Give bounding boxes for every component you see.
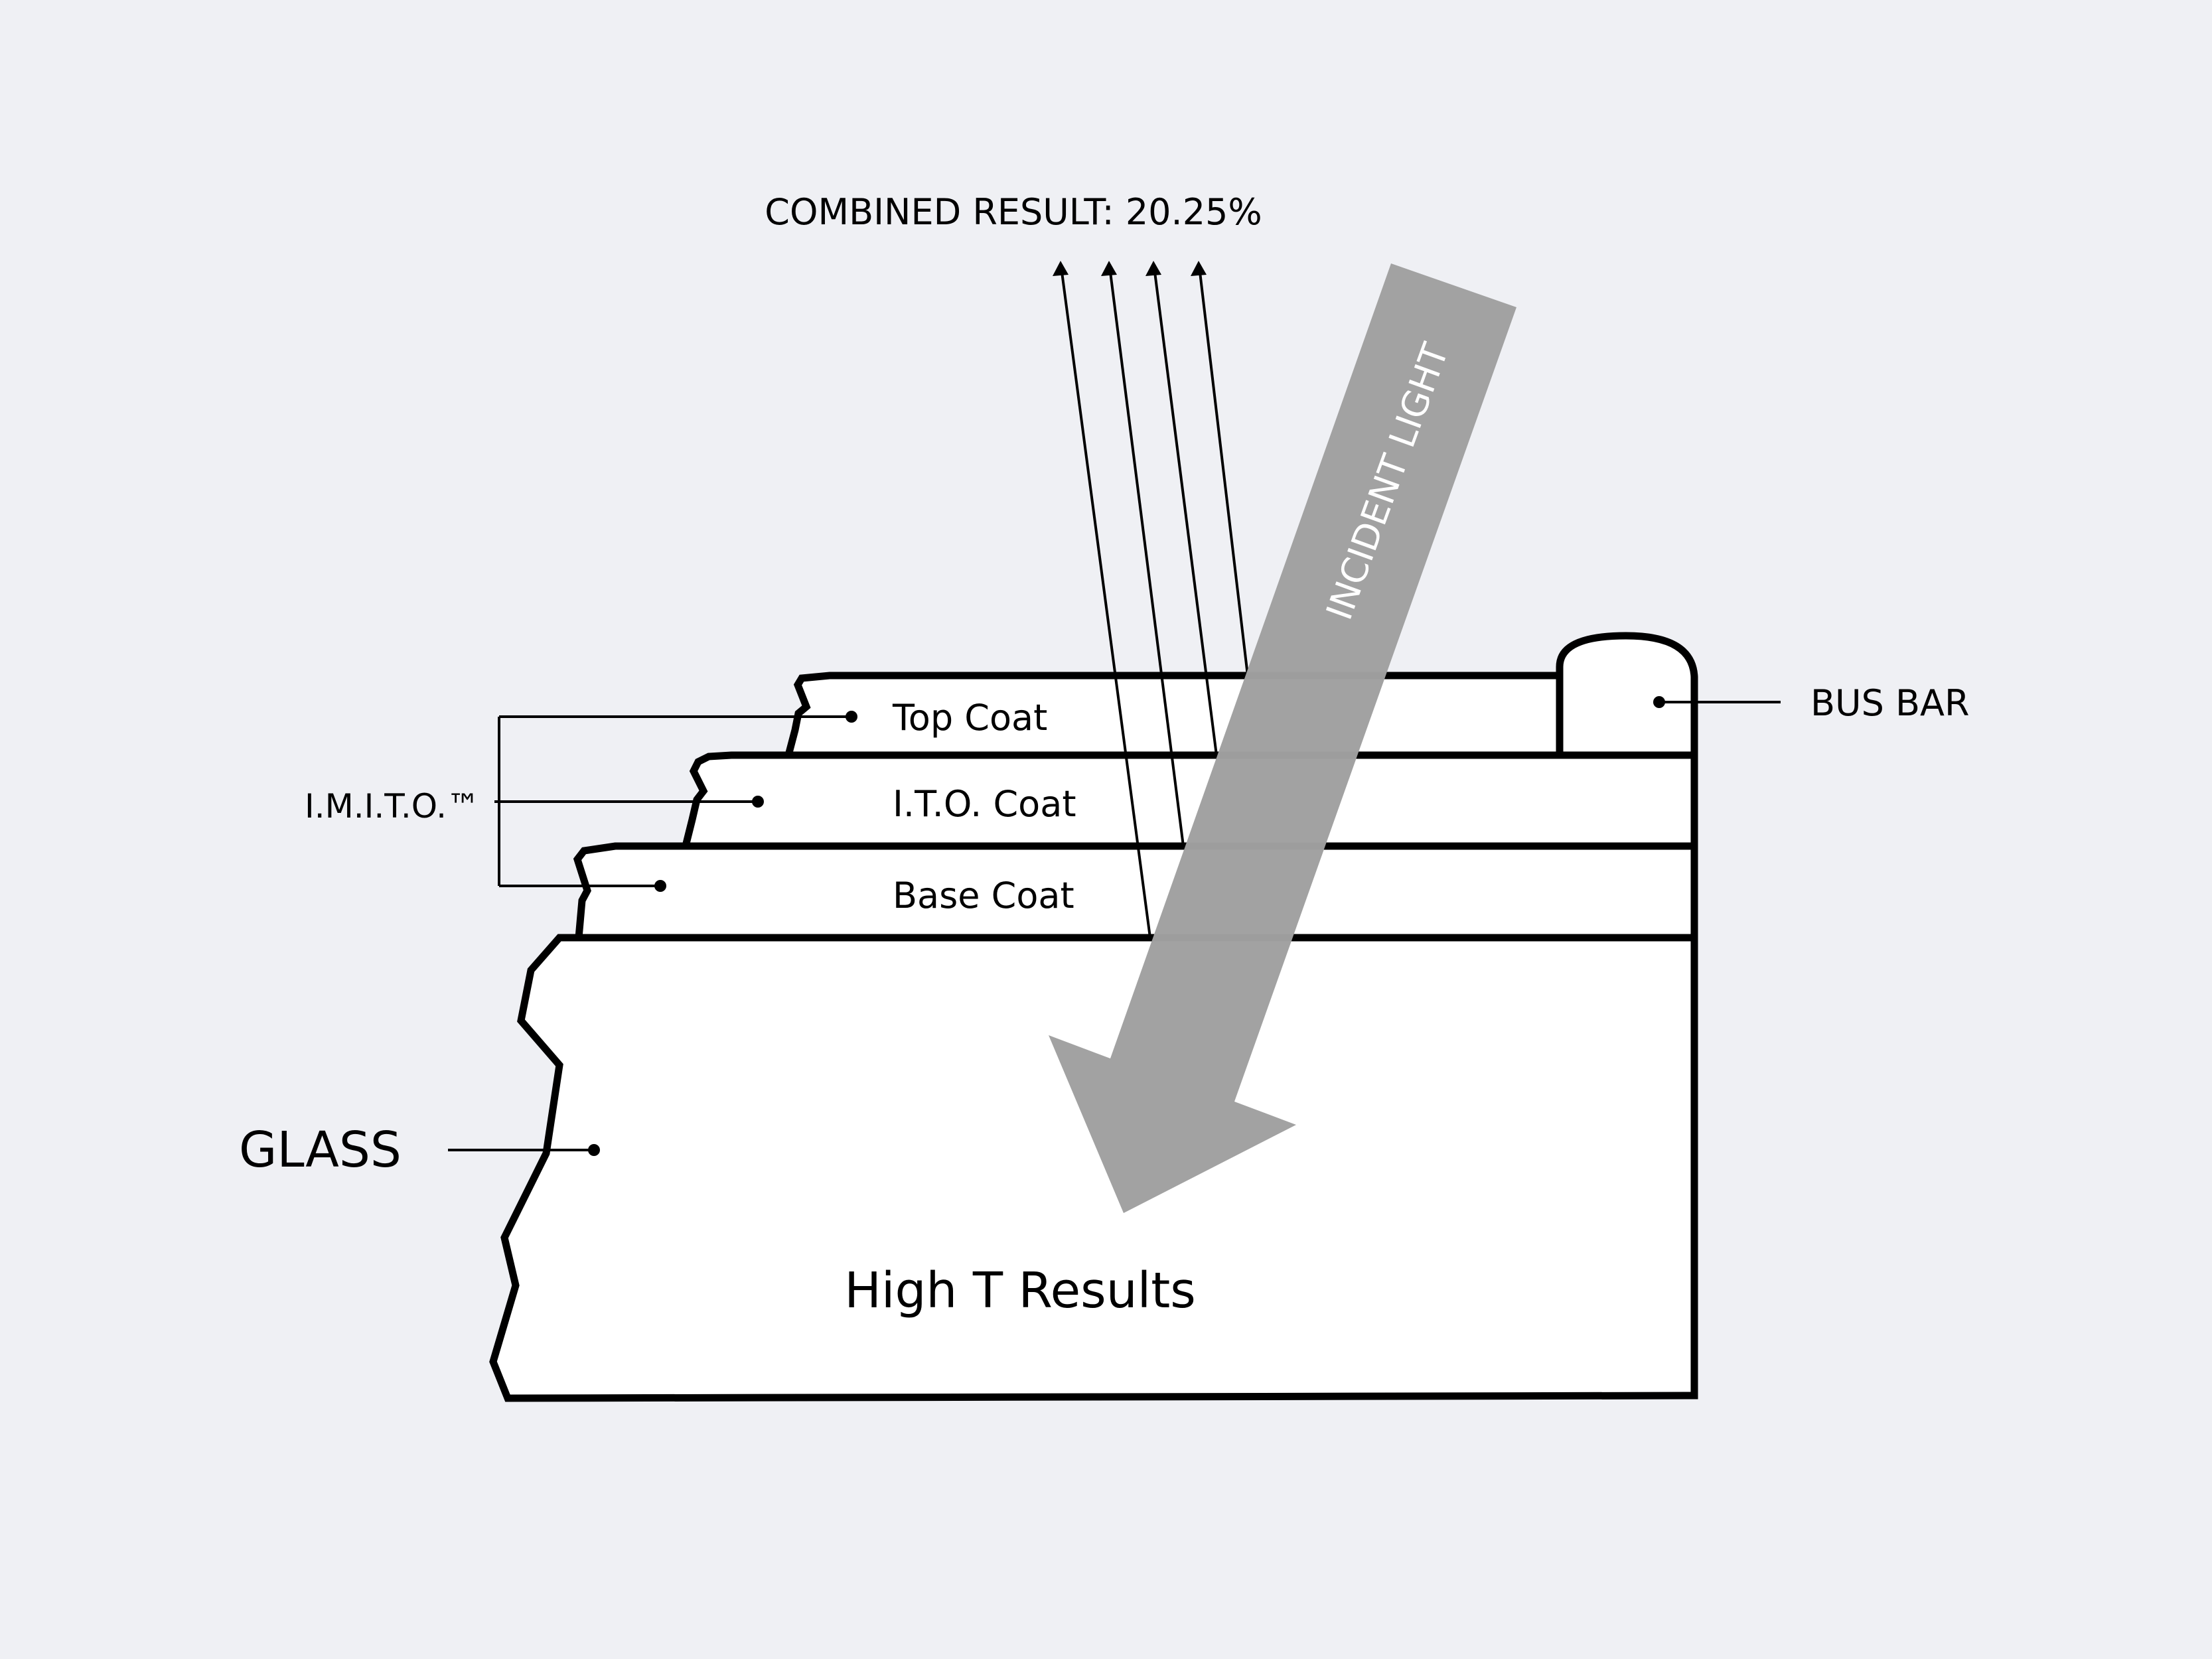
imito-bracket (494, 711, 857, 892)
imito-label: I.M.I.T.O.™ (305, 787, 480, 826)
bus-bar (1556, 632, 1698, 759)
top-coat-pointer-dot (846, 711, 857, 723)
base-coat-label: Base Coat (893, 875, 1074, 916)
incident-light-arrow (1049, 263, 1516, 1213)
base-coat-pointer-dot (654, 880, 666, 892)
base-coat-layer (573, 842, 1698, 942)
glass-pointer-dot (588, 1144, 600, 1156)
glass-label: GLASS (239, 1121, 402, 1179)
high-t-results-label: High T Results (844, 1262, 1196, 1319)
reflected-ray-2 (1109, 271, 1185, 847)
bus-bar-pointer-dot (1653, 696, 1665, 708)
ito-coat-label: I.T.O. Coat (893, 783, 1076, 825)
ray-arrowhead-2 (1101, 261, 1117, 276)
ray-arrowhead-4 (1191, 261, 1207, 276)
bus-bar-label: BUS BAR (1810, 682, 1970, 724)
ray-arrowhead-1 (1053, 261, 1069, 276)
ray-arrowhead-3 (1145, 261, 1161, 276)
reflected-ray-4 (1199, 271, 1249, 676)
reflected-ray-3 (1153, 271, 1218, 756)
reflected-ray-1 (1061, 271, 1151, 938)
top-coat-label: Top Coat (892, 697, 1047, 739)
reflected-rays (1053, 261, 1249, 938)
ito-coat-pointer-dot (752, 796, 764, 808)
ito-coat-layer (680, 751, 1698, 850)
glass-substrate (489, 934, 1698, 1402)
combined-result-title: COMBINED RESULT: 20.25% (765, 191, 1262, 233)
